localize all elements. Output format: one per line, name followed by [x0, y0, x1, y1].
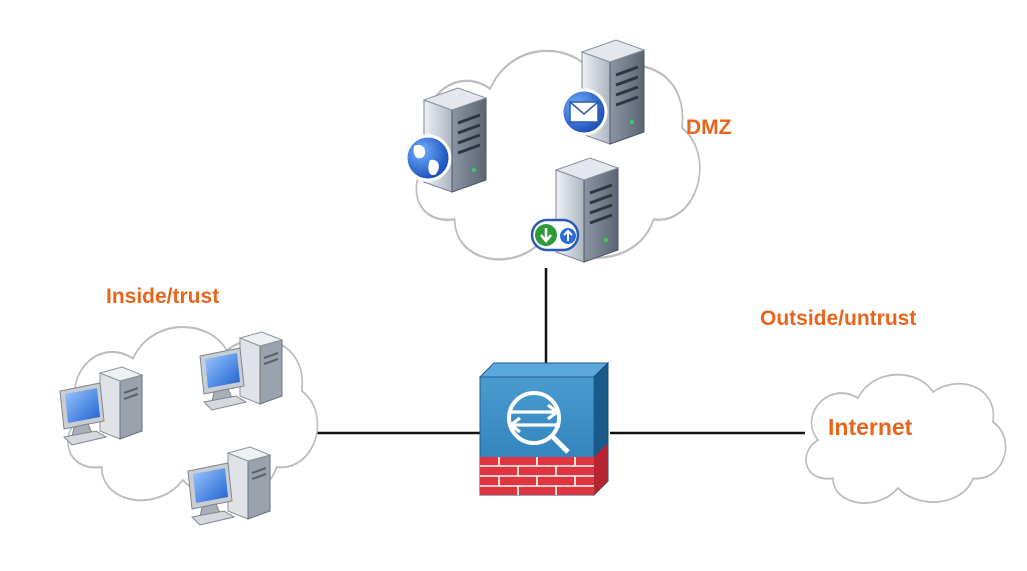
firewall-icon: [478, 361, 610, 497]
mail-server-icon: [560, 38, 646, 146]
link-lines: [302, 268, 805, 435]
globe-icon: [404, 134, 452, 182]
inside-label: Inside/trust: [106, 285, 220, 308]
dmz-label: DMZ: [686, 116, 732, 139]
file-transfer-server-icon: [530, 156, 620, 264]
internet-label: Internet: [828, 414, 913, 440]
outside-label: Outside/untrust: [760, 307, 917, 330]
web-server-icon: [404, 86, 488, 194]
